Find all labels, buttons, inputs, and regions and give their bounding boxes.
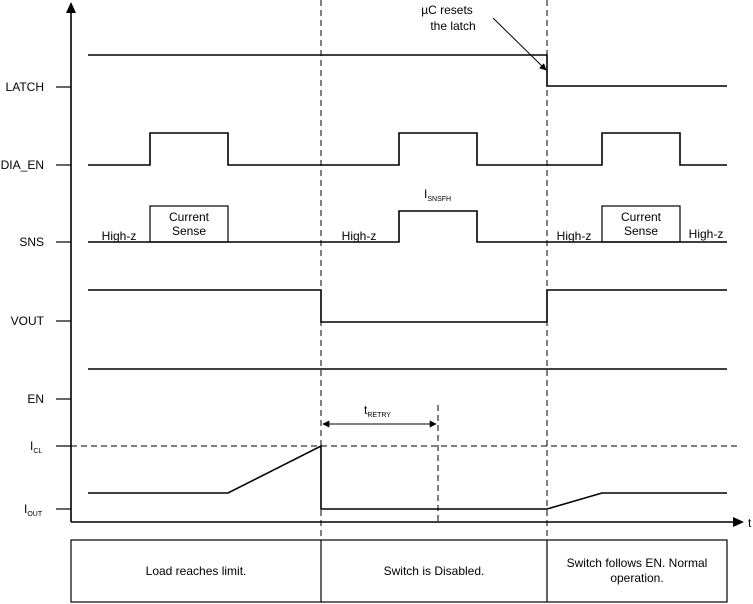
signal-ticks	[56, 86, 71, 510]
tretry-label: tRETRY	[364, 403, 391, 419]
uc-resets-line2: the latch	[430, 19, 475, 33]
high-z-2: High-z	[342, 229, 377, 243]
vout-waveform	[88, 289, 727, 323]
isnsfh-label: ISNSFH	[424, 187, 451, 203]
dia-en-label: DIA_EN	[1, 158, 44, 172]
current-sense-2-line1: Current	[621, 210, 662, 224]
current-sense-box-2	[601, 205, 681, 243]
isnsfh-main: I	[424, 187, 427, 201]
time-axis-arrow	[733, 517, 744, 527]
latch-label: LATCH	[6, 80, 44, 94]
current-sense-1-line2: Sense	[172, 224, 206, 238]
tretry-main: t	[364, 403, 368, 417]
current-sense-1-line1: Current	[169, 210, 210, 224]
dia-en-waveform	[88, 132, 727, 166]
high-z-3: High-z	[557, 229, 592, 243]
icl-label-sub: CL	[33, 448, 42, 455]
tretry-sub: RETRY	[367, 412, 391, 419]
uc-resets-line1: µC resets	[421, 3, 473, 17]
iout-label-main: I	[24, 502, 27, 516]
sns-label: SNS	[19, 235, 44, 249]
isnsfh-sub: SNSFH	[427, 196, 451, 203]
icl-label: ICL	[30, 439, 42, 455]
phase-2-text: Switch is Disabled.	[384, 564, 485, 578]
phase-1-text: Load reaches limit.	[146, 564, 247, 578]
y-axis-arrow	[66, 2, 76, 13]
sns-waveform	[88, 210, 727, 243]
en-label: EN	[27, 392, 44, 406]
current-sense-2-line2: Sense	[624, 224, 658, 238]
iout-waveform	[88, 444, 727, 510]
iout-label-sub: OUT	[27, 511, 43, 518]
current-sense-box-1	[149, 205, 229, 243]
vout-label: VOUT	[11, 314, 45, 328]
phase-3-text-line1: Switch follows EN. Normal	[567, 556, 708, 570]
high-z-1: High-z	[102, 229, 137, 243]
high-z-4: High-z	[689, 227, 724, 241]
uc-resets-arrow	[492, 17, 547, 71]
latch-waveform	[88, 54, 727, 87]
iout-label: IOUT	[24, 502, 43, 518]
phase-3-text-line2: operation.	[610, 571, 663, 585]
icl-label-main: I	[30, 439, 33, 453]
phase-table	[70, 539, 728, 603]
time-axis-label: t	[748, 516, 752, 530]
